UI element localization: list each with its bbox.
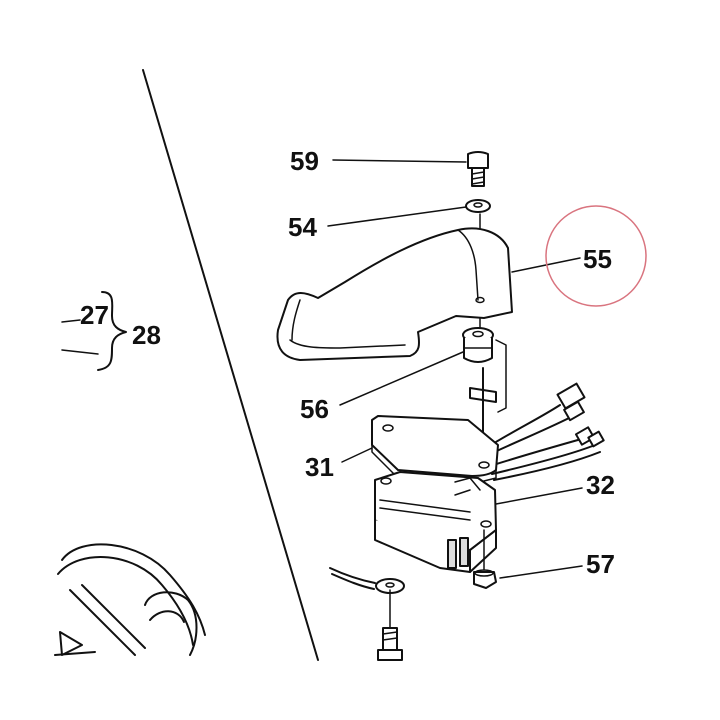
part-55-cover: [276, 227, 513, 361]
label-59: 59: [290, 146, 319, 176]
leader-lines: [327, 159, 583, 579]
frame-edge-line: [142, 69, 319, 661]
bracket-27-28: [61, 291, 127, 371]
part-32-regulator: [374, 471, 497, 573]
wire-harness: [485, 382, 605, 481]
part-56-grommet: [462, 327, 494, 363]
label-55: 55: [583, 244, 612, 274]
part-59-bolt: [467, 151, 489, 187]
label-32: 32: [586, 470, 615, 500]
label-57: 57: [586, 549, 615, 579]
label-28: 28: [132, 320, 161, 350]
part-57-nut: [473, 529, 497, 589]
highlight-circle-55: [545, 205, 647, 307]
partial-cable-assembly: [54, 543, 206, 656]
label-31: 31: [305, 452, 334, 482]
part-54-washer: [465, 199, 491, 213]
label-56: 56: [300, 394, 329, 424]
ground-wire-terminal: [329, 567, 405, 661]
label-54: 54: [288, 212, 317, 242]
label-27: 27: [80, 300, 109, 330]
